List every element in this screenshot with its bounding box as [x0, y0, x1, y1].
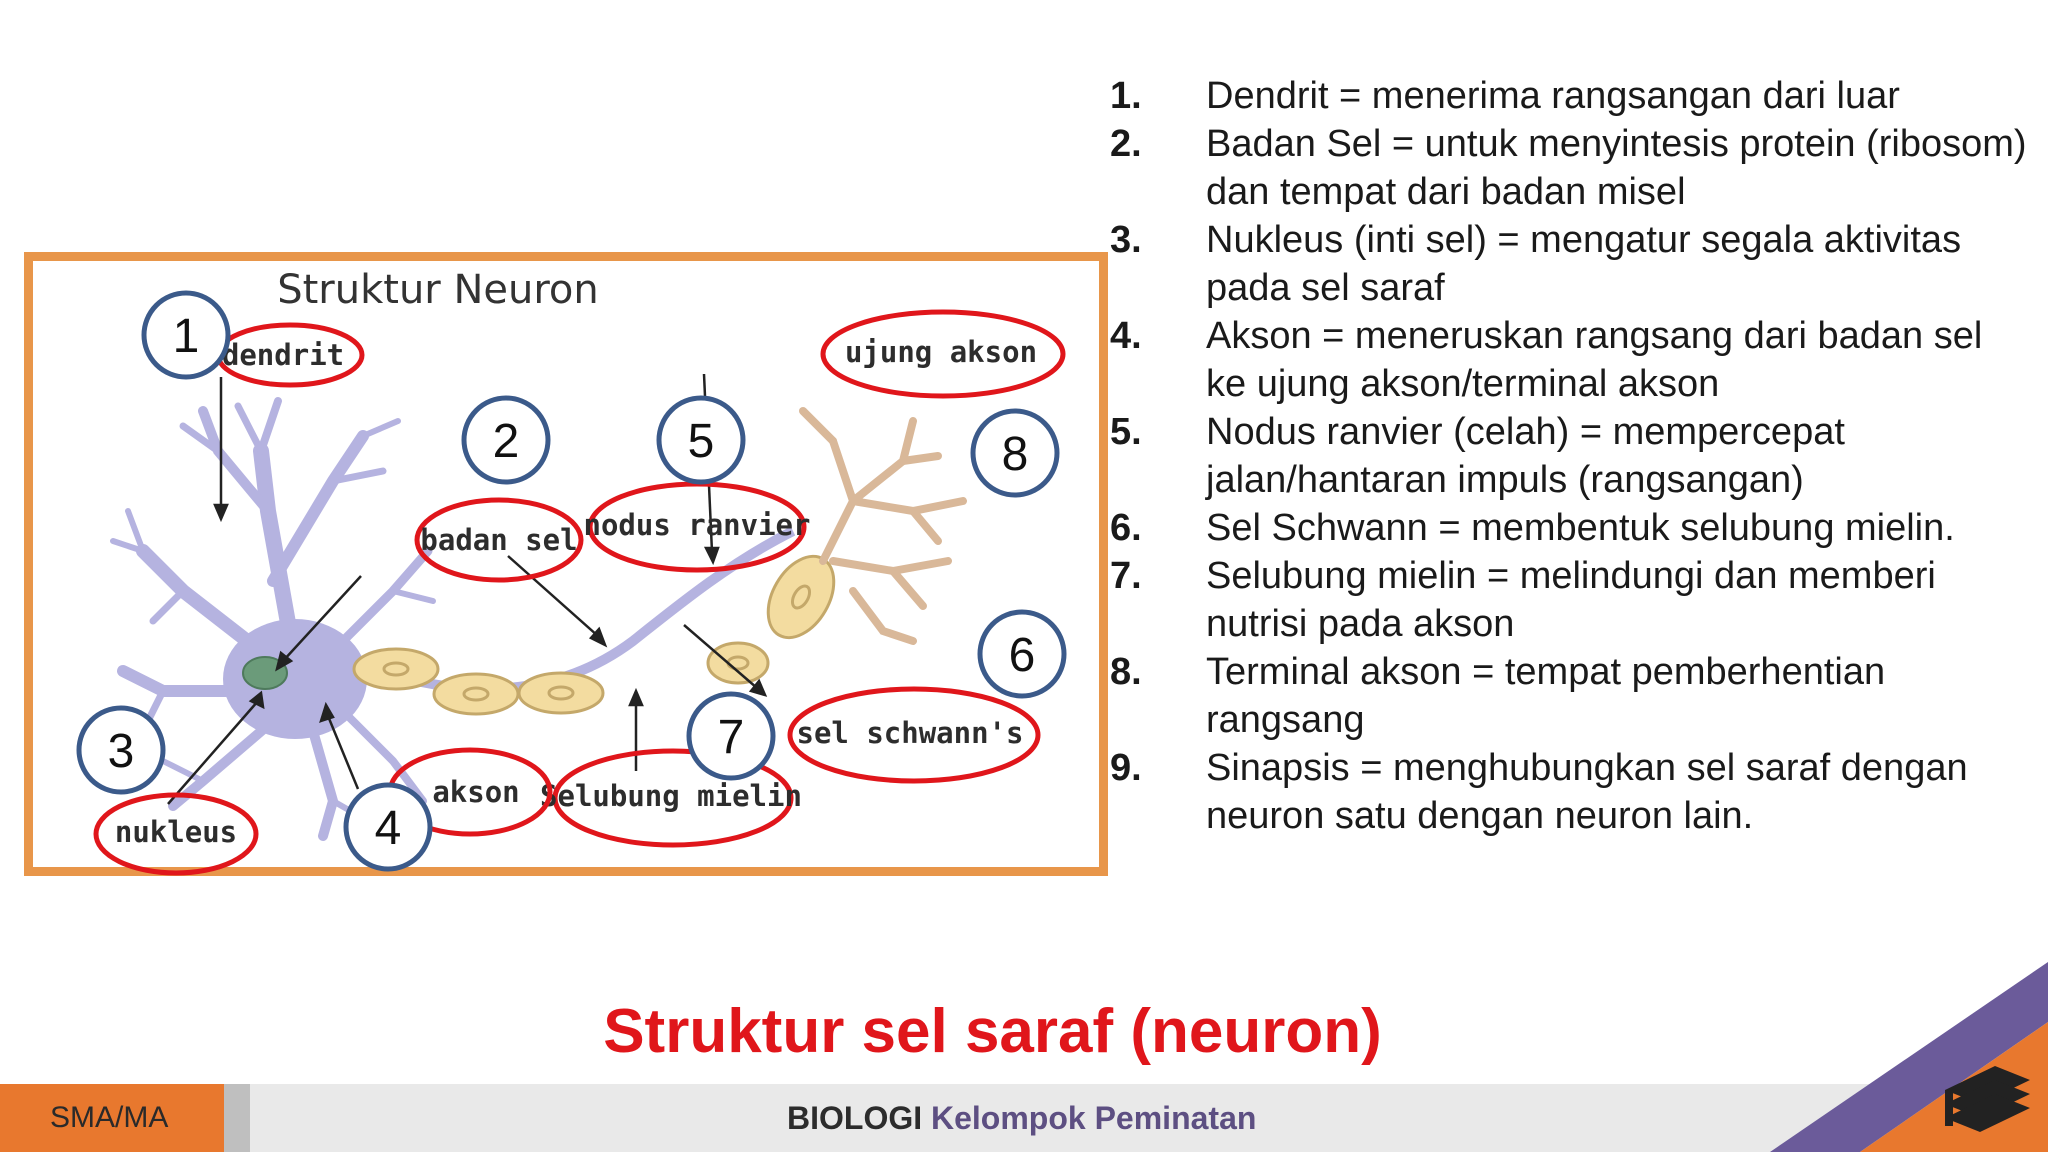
- footer-subject: BIOLOGI: [787, 1100, 923, 1136]
- label-dendrit-text: dendrit: [222, 338, 344, 372]
- cell-body: [223, 619, 367, 739]
- marker-5: 5: [656, 395, 746, 485]
- list-item: 2. Badan Sel = untuk menyintesis protein …: [1110, 120, 2030, 216]
- label-nodus-ranvier-text: nodus ranvier: [584, 508, 811, 542]
- item-text: Sinapsis = menghubungkan sel saraf denga…: [1206, 747, 1968, 837]
- dendrites: [110, 397, 436, 841]
- label-ujung-akson: ujung akson: [820, 309, 1066, 399]
- label-akson-text: akson: [432, 775, 519, 809]
- neuron-diagram: Struktur Neuron: [24, 252, 1108, 876]
- label-dendrit: dendrit: [215, 322, 365, 388]
- item-number: 2.: [1110, 123, 1142, 165]
- marker-1-text: 1: [173, 310, 200, 363]
- marker-7: 7: [686, 691, 776, 781]
- item-text: Badan Sel = untuk menyintesis protein (r…: [1206, 123, 2027, 213]
- item-number: 3.: [1110, 219, 1142, 261]
- list-item: 7. Selubung mielin = melindungi dan membe…: [1110, 552, 2030, 648]
- marker-3-text: 3: [108, 725, 135, 778]
- pointer-arrows: [167, 373, 768, 805]
- label-selubung-mielin: Selubung mielin: [540, 748, 802, 848]
- label-badan-sel: badan sel: [414, 497, 584, 583]
- item-text: Akson = meneruskan rangsang dari badan s…: [1206, 315, 1983, 405]
- neuron-diagram-svg: Struktur Neuron: [76, 267, 1067, 876]
- list-item: 5. Nodus ranvier (celah) = mempercepat ja…: [1110, 408, 2030, 504]
- axon-terminal: [799, 407, 967, 645]
- list-item: 6. Sel Schwann = membentuk selubung mieli…: [1110, 504, 2030, 552]
- label-nodus-ranvier: nodus ranvier: [584, 481, 811, 573]
- marker-1: 1: [141, 290, 231, 380]
- label-nukleus: nukleus: [93, 792, 259, 876]
- marker-4: 4: [343, 782, 433, 872]
- item-text: Nodus ranvier (celah) = mempercepat jala…: [1206, 411, 1845, 501]
- list-item: 1. Dendrit = menerima rangsangan dari lua…: [1110, 72, 2030, 120]
- item-text: Selubung mielin = melindungi dan memberi…: [1206, 555, 1936, 645]
- function-list: 1. Dendrit = menerima rangsangan dari lua…: [1110, 72, 2030, 840]
- list-item: 9. Sinapsis = menghubungkan sel saraf den…: [1110, 744, 2030, 840]
- label-sel-schwann: sel schwann's: [787, 686, 1041, 784]
- marker-2: 2: [461, 395, 551, 485]
- list-item: 4. Akson = meneruskan rangsang dari badan…: [1110, 312, 2030, 408]
- marker-8-text: 8: [1002, 428, 1029, 481]
- marker-5-text: 5: [688, 415, 715, 468]
- item-number: 6.: [1110, 507, 1142, 549]
- marker-2-text: 2: [493, 415, 520, 468]
- item-number: 4.: [1110, 315, 1142, 357]
- list-item: 8. Terminal akson = tempat pemberhentian …: [1110, 648, 2030, 744]
- item-text: Sel Schwann = membentuk selubung mielin.: [1206, 507, 1955, 549]
- marker-6: 6: [977, 609, 1067, 699]
- item-number: 5.: [1110, 411, 1142, 453]
- label-nukleus-text: nukleus: [115, 815, 237, 849]
- marker-3: 3: [76, 705, 166, 795]
- label-sel-schwann-text: sel schwann's: [797, 716, 1024, 750]
- item-text: Dendrit = menerima rangsangan dari luar: [1206, 75, 1900, 117]
- item-text: Terminal akson = tempat pemberhentian ra…: [1206, 651, 1886, 741]
- item-number: 9.: [1110, 747, 1142, 789]
- footer-level-label: SMA/MA: [50, 1101, 169, 1134]
- item-number: 7.: [1110, 555, 1142, 597]
- label-ujung-akson-text: ujung akson: [845, 335, 1037, 369]
- slide-caption: Struktur sel saraf (neuron): [603, 997, 1382, 1066]
- marker-7-text: 7: [718, 711, 745, 764]
- footer-divider: [224, 1084, 250, 1152]
- footer-group: Kelompok Peminatan: [931, 1100, 1257, 1136]
- label-selubung-mielin-text: Selubung mielin: [540, 779, 802, 813]
- footer-level-block: [0, 1084, 224, 1152]
- marker-8: 8: [970, 408, 1060, 498]
- marker-6-text: 6: [1009, 629, 1036, 682]
- label-badan-sel-text: badan sel: [420, 523, 577, 557]
- footer-bar: SMA/MA BIOLOGI Kelompok Peminatan: [0, 1084, 2048, 1152]
- item-number: 8.: [1110, 651, 1142, 693]
- diagram-title: Struktur Neuron: [277, 267, 599, 313]
- item-text: Nukleus (inti sel) = mengatur segala akt…: [1206, 219, 1962, 309]
- item-number: 1.: [1110, 75, 1142, 117]
- myelin-sheath: [352, 554, 836, 716]
- list-item: 3. Nukleus (inti sel) = mengatur segala a…: [1110, 216, 2030, 312]
- nucleus: [242, 656, 288, 690]
- footer-title: BIOLOGI Kelompok Peminatan: [787, 1084, 1256, 1152]
- marker-4-text: 4: [375, 802, 402, 855]
